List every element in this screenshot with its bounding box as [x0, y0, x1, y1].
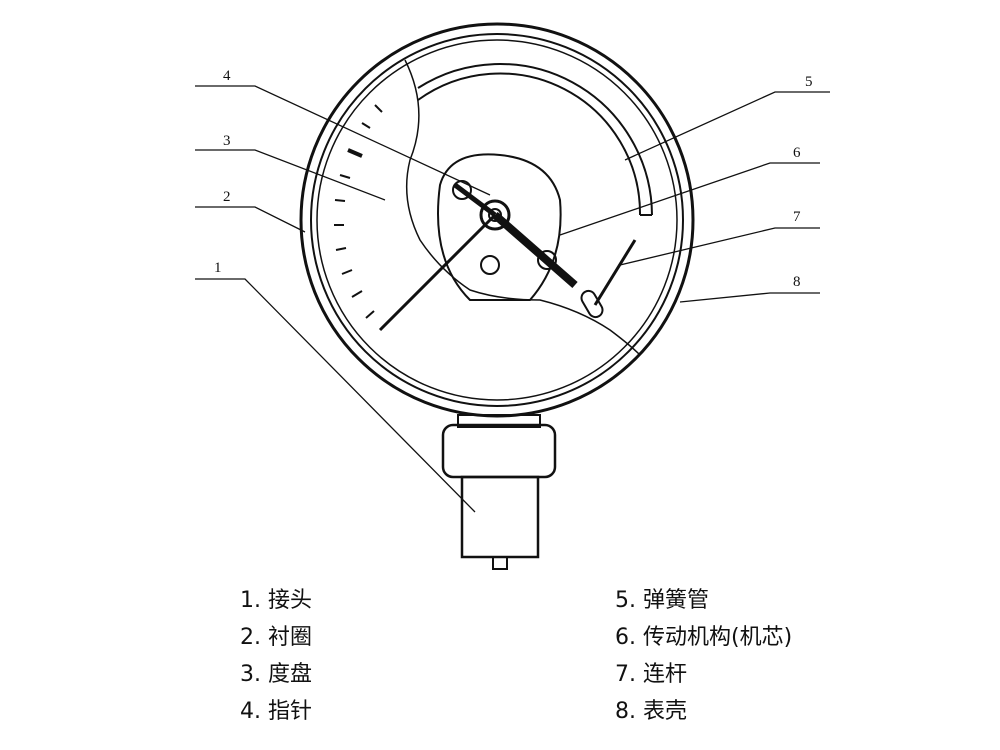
pointer-needle	[378, 213, 497, 332]
callout-4: 4	[223, 68, 231, 84]
legend-label: 表壳	[643, 699, 688, 724]
legend-num: 1.	[240, 588, 261, 613]
legend-left: 1. 接头 2. 衬圈 3. 度盘 4. 指针	[240, 582, 312, 730]
legend-num: 6.	[615, 625, 636, 650]
legend-num: 5.	[615, 588, 636, 613]
callout-3: 3	[223, 133, 231, 149]
legend-item: 8. 表壳	[615, 693, 792, 730]
legend-num: 3.	[240, 662, 261, 687]
callout-5: 5	[805, 74, 813, 90]
legend-label: 连杆	[643, 662, 688, 687]
legend-label: 弹簧管	[643, 588, 710, 613]
legend-label: 接头	[268, 588, 313, 613]
gauge-lining-ring	[316, 39, 678, 401]
sector-arm	[492, 211, 578, 289]
legend-item: 4. 指针	[240, 693, 312, 730]
legend-item: 2. 衬圈	[240, 619, 312, 656]
connector-thread	[460, 475, 540, 559]
legend-num: 4.	[240, 699, 261, 724]
legend-label: 传动机构(机芯)	[643, 625, 793, 650]
callout-2: 2	[223, 189, 231, 205]
movement-plate	[437, 153, 562, 301]
legend-label: 指针	[268, 699, 313, 724]
legend-item: 1. 接头	[240, 582, 312, 619]
leader-lines	[195, 85, 830, 513]
legend-item: 6. 传动机构(机芯)	[615, 619, 792, 656]
legend-num: 2.	[240, 625, 261, 650]
callout-8: 8	[793, 274, 801, 290]
legend-label: 衬圈	[268, 625, 313, 650]
bourdon-tube	[417, 63, 653, 216]
legend-right: 5. 弹簧管 6. 传动机构(机芯) 7. 连杆 8. 表壳	[615, 582, 792, 730]
socket-nut	[441, 423, 557, 479]
legend-num: 7.	[615, 662, 636, 687]
callout-6: 6	[793, 145, 801, 161]
legend-item: 7. 连杆	[615, 656, 792, 693]
callout-7: 7	[793, 209, 801, 225]
legend-num: 8.	[615, 699, 636, 724]
connecting-rod	[593, 239, 637, 306]
dial-scale-ticks	[334, 104, 383, 319]
gauge-bezel-ring	[310, 33, 684, 407]
callout-1: 1	[214, 260, 222, 276]
legend-label: 度盘	[268, 662, 313, 687]
dial-cutaway-edge	[404, 59, 641, 356]
legend-item: 5. 弹簧管	[615, 582, 792, 619]
legend-item: 3. 度盘	[240, 656, 312, 693]
